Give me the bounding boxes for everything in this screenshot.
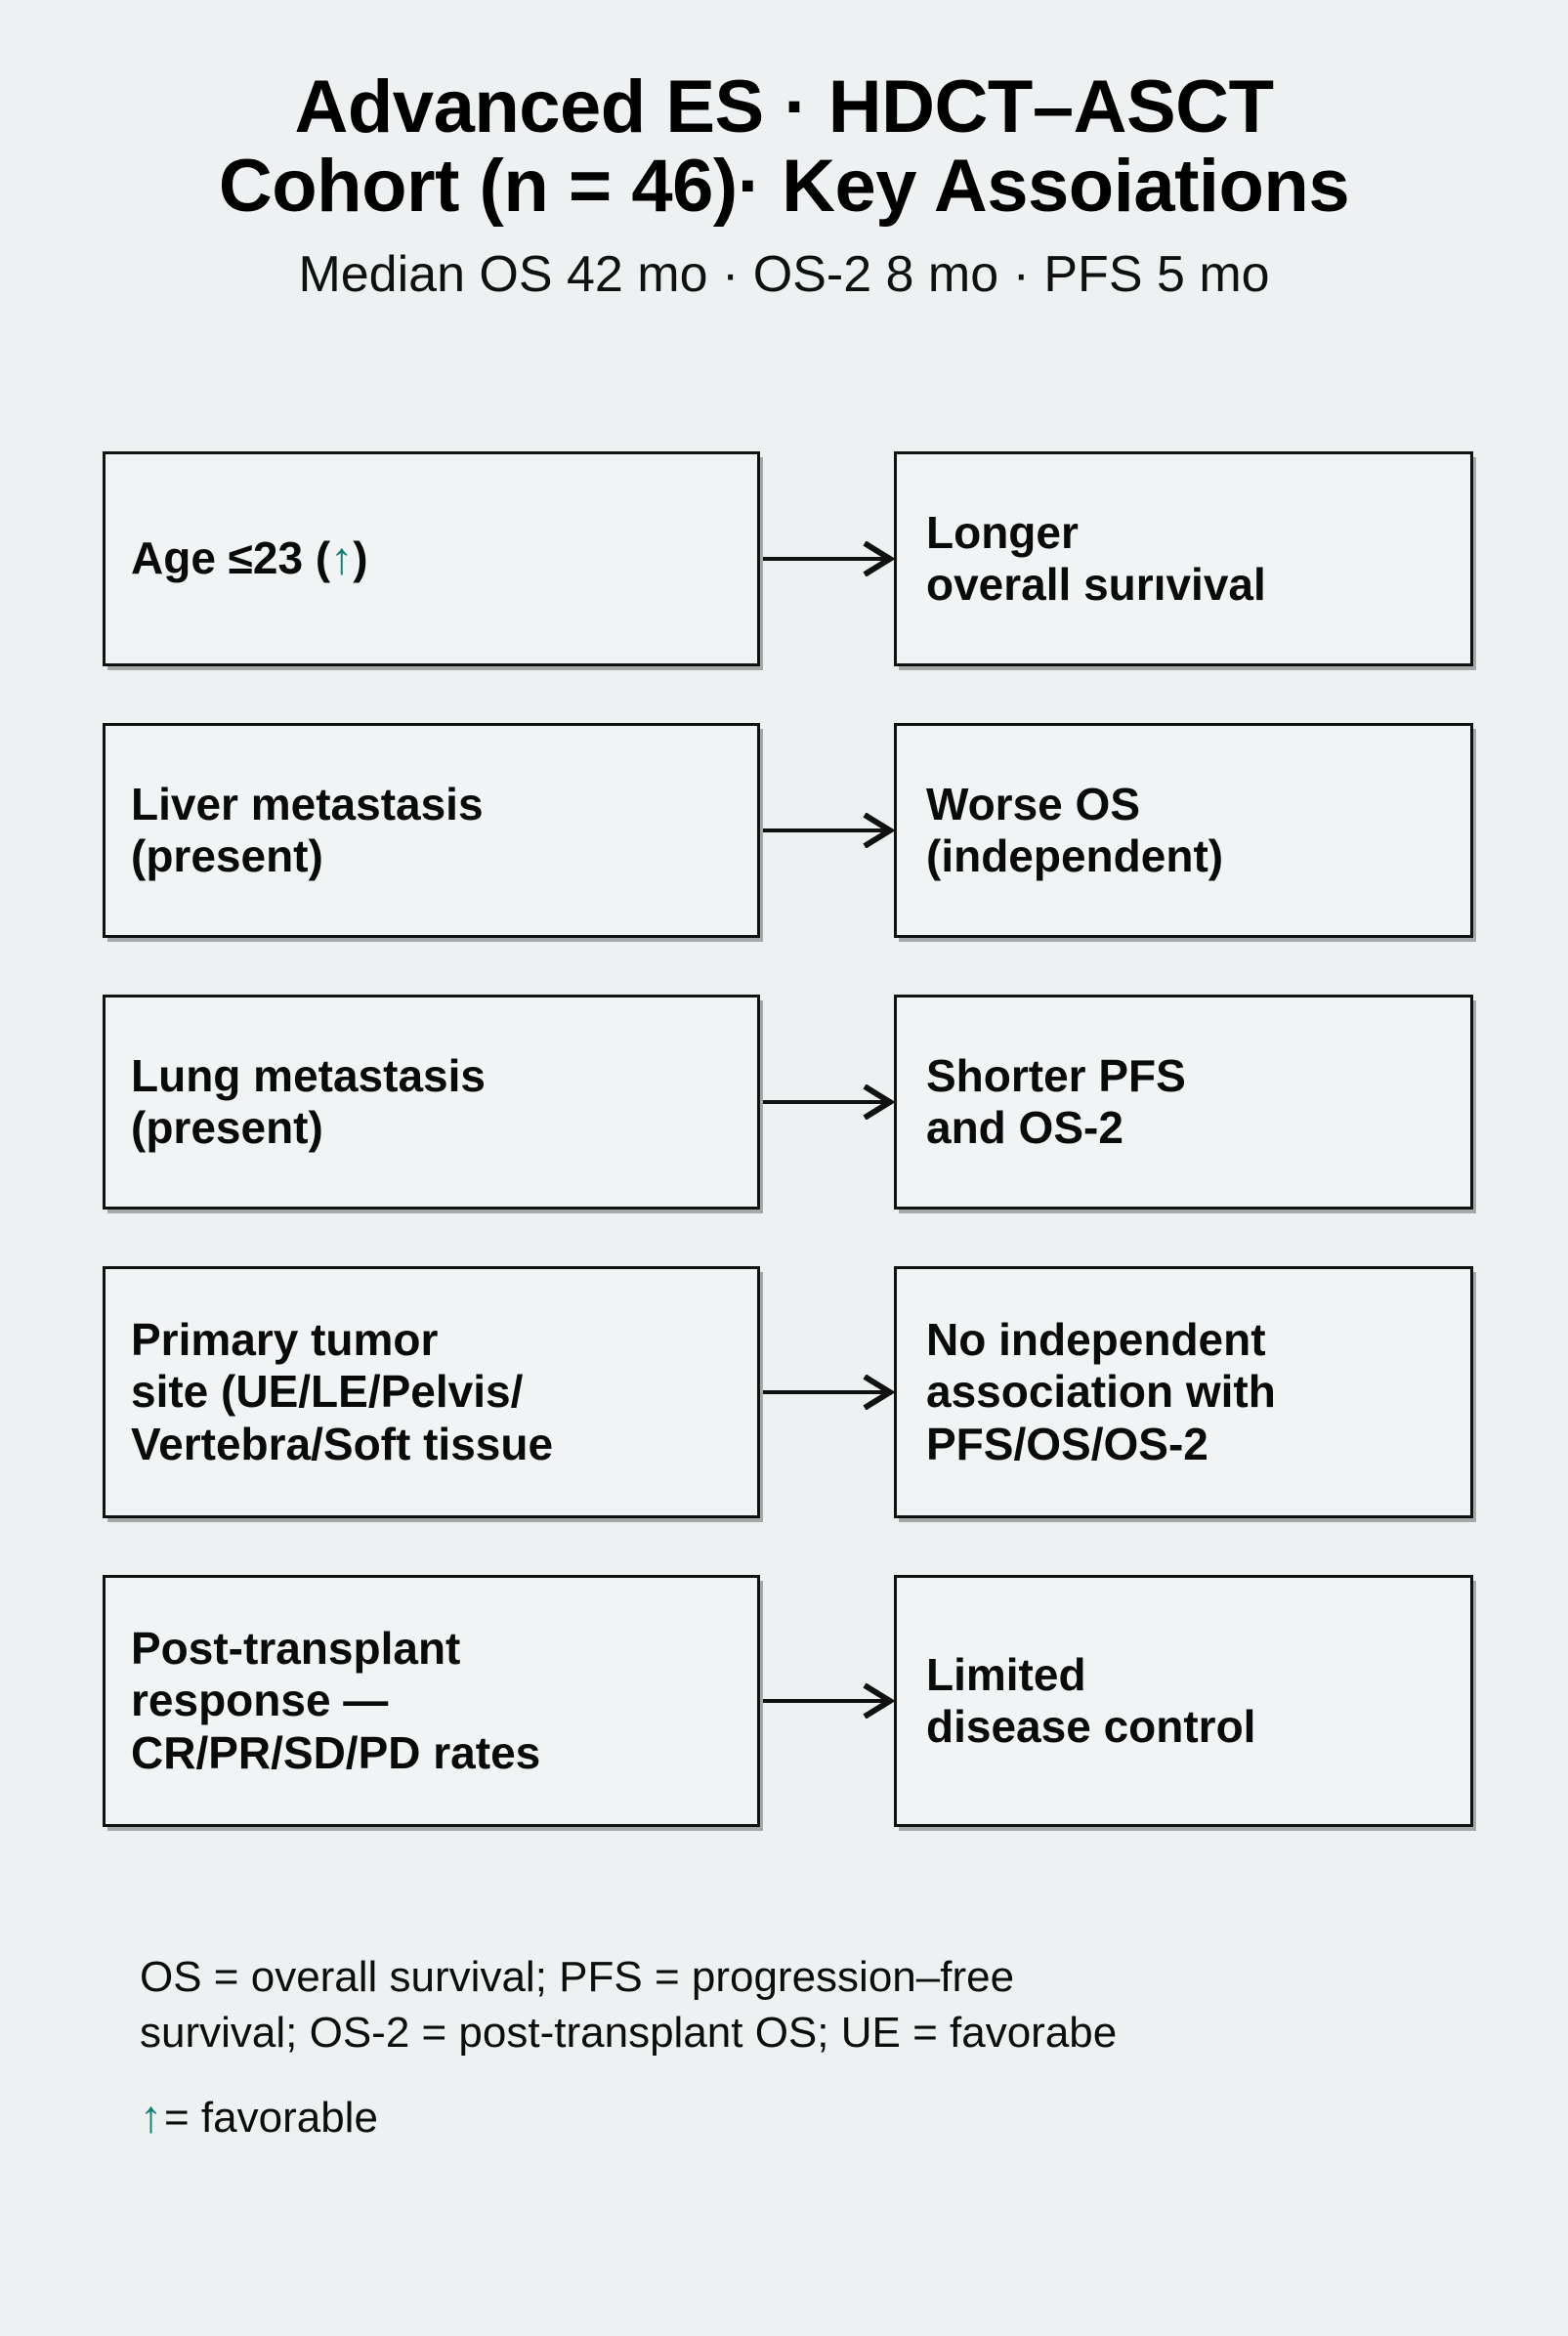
title-line-1: Advanced ES · HDCT–ASCT: [294, 65, 1275, 149]
factor-text-suffix: ): [353, 532, 368, 584]
outcome-box-longer-os[interactable]: Longer overall surıvival: [894, 451, 1473, 666]
up-arrow-icon: ↑: [330, 532, 354, 584]
outcome-label: Limited disease control: [926, 1648, 1256, 1752]
factor-label: Primary tumor site (UE/LE/Pelvis/ Verteb…: [131, 1313, 554, 1469]
footnote-line-1: OS = overall survival; PFS = progression…: [140, 1953, 1015, 2001]
arrow-right-icon: [763, 1375, 894, 1410]
legend-favorable: ↑ = favorable: [140, 2090, 1507, 2143]
arrow-right-icon: [763, 541, 894, 576]
factor-box-age[interactable]: Age ≤23 (↑): [103, 451, 760, 666]
page-title: Advanced ES · HDCT–ASCT Cohort (n = 46)·…: [0, 65, 1568, 228]
subtitle: Median OS 42 mo · OS-2 8 mo · PFS 5 mo: [298, 246, 1270, 304]
outcome-box-no-association[interactable]: No independent association with PFS/OS/O…: [894, 1266, 1473, 1518]
legend-label: = favorable: [164, 2094, 378, 2143]
factor-box-liver-metastasis[interactable]: Liver metastasis (present): [103, 723, 760, 938]
arrow-right-icon: [763, 1084, 894, 1120]
outcome-box-shorter-pfs[interactable]: Shorter PFS and OS-2: [894, 995, 1473, 1210]
outcome-box-limited-disease-control[interactable]: Limited disease control: [894, 1575, 1473, 1827]
footnote: OS = overall survival; PFS = progression…: [140, 1949, 1507, 2143]
factor-box-post-transplant-response[interactable]: Post-transplant response — CR/PR/SD/PD r…: [103, 1575, 760, 1827]
outcome-label: No independent association with PFS/OS/O…: [926, 1313, 1276, 1469]
outcome-label: Shorter PFS and OS-2: [926, 1049, 1186, 1153]
factor-label: Post-transplant response — CR/PR/SD/PD r…: [131, 1622, 541, 1778]
outcome-label: Worse OS (independent): [926, 778, 1224, 881]
arrow-right-icon: [763, 1683, 894, 1719]
factor-label: Liver metastasis (present): [131, 778, 484, 881]
factor-label: Lung metastasis (present): [131, 1049, 486, 1153]
arrow-right-icon: [763, 813, 894, 848]
footnote-line-2: survival; OS-2 = post-transplant OS; UE …: [140, 2009, 1118, 2058]
header: Advanced ES · HDCT–ASCT Cohort (n = 46)·…: [0, 65, 1568, 304]
outcome-box-worse-os[interactable]: Worse OS (independent): [894, 723, 1473, 938]
factor-text: Age ≤23 (: [131, 532, 331, 584]
title-line-2: Cohort (n = 46)· Key Assoiations: [218, 144, 1350, 228]
up-arrow-icon: ↑: [140, 2091, 162, 2143]
outcome-label: Longer overall surıvival: [926, 506, 1266, 610]
factor-label: Age ≤23 (↑): [106, 532, 394, 584]
factor-box-primary-tumor-site[interactable]: Primary tumor site (UE/LE/Pelvis/ Verteb…: [103, 1266, 760, 1518]
factor-box-lung-metastasis[interactable]: Lung metastasis (present): [103, 995, 760, 1210]
